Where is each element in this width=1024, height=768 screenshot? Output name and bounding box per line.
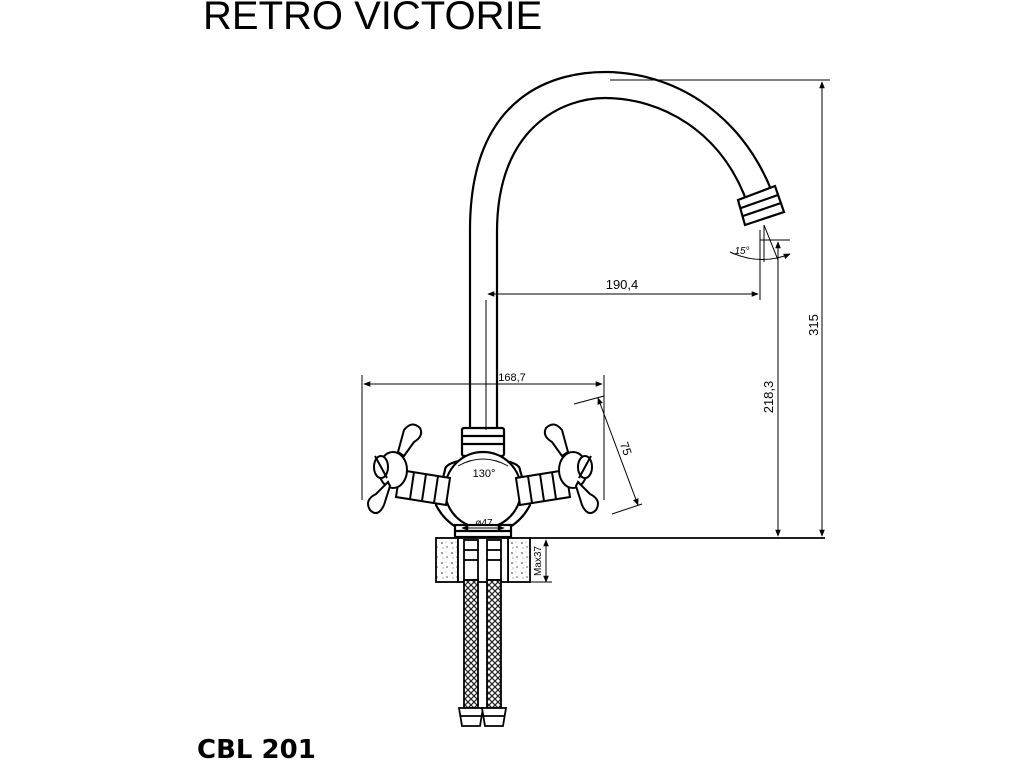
total-height-label: 315 — [806, 314, 821, 336]
drawing-title: RETRO VICTORIE — [203, 0, 543, 38]
spout-angle-label: 15° — [734, 246, 749, 257]
left-handle — [367, 423, 452, 515]
handle-angle-label: 130° — [473, 468, 496, 480]
spout — [468, 70, 786, 430]
right-handle — [514, 423, 599, 515]
model-code: CBL 201 — [197, 735, 316, 765]
handle-span-label: 168,7 — [498, 372, 526, 384]
spout-reach-label: 190,4 — [606, 277, 639, 292]
base-diameter-label: ø47 — [475, 518, 493, 529]
max-thickness-label: Max37 — [533, 546, 544, 576]
spout-height-label: 218,3 — [761, 381, 776, 414]
handle-length-label: 75 — [617, 440, 635, 458]
supply-hoses — [457, 539, 508, 727]
dimension-lines — [361, 79, 830, 583]
faucet-body — [434, 426, 532, 539]
